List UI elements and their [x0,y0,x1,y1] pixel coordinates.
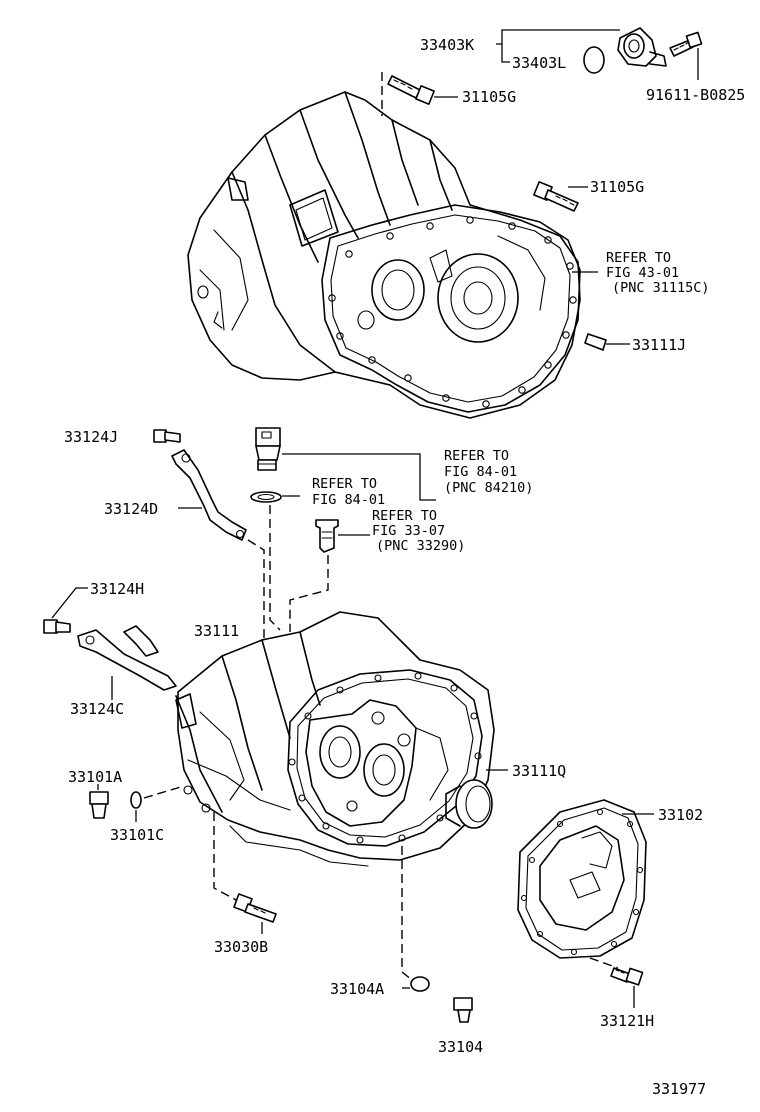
ref33-line2: FIG 33-07 [372,523,445,539]
gasket-33101C-icon [130,791,142,809]
dashed-sensor [269,505,281,631]
label-33124C: 33124C [70,700,124,718]
ref43-line1: REFER TO [606,250,671,266]
bolt-33124H-icon [43,619,71,634]
label-31105G-right: 31105G [590,178,644,196]
drain-plug-33101A-icon [89,791,109,819]
label-33121H: 33121H [600,1012,654,1030]
ref33-line3: (PNC 33290) [376,538,465,554]
ref43-line2: FIG 43-01 [606,265,679,281]
label-33101C: 33101C [110,826,164,844]
gasket-33104A-icon [410,976,430,992]
lower-transaxle-case-drawing [175,611,495,867]
label-33030B: 33030B [214,938,268,956]
label-33102: 33102 [658,806,703,824]
bolt-33124J-icon [153,429,181,443]
ref84b-line2: FIG 84-01 [312,492,385,508]
bracket-33124D-icon [171,449,247,541]
o-ring-icon [250,491,282,503]
dashed-sleeve [289,555,329,632]
ref43-line3: (PNC 31115C) [612,280,710,296]
ref33-line1: REFER TO [372,508,437,524]
leader-ref84a [282,453,436,501]
pin-33111J-icon [584,333,607,351]
leader-33403L [501,44,510,63]
bracket-33124C-icon [77,625,177,691]
leader-33124H [51,587,88,619]
dashed-bracket [247,539,265,640]
bolt-33030B-icon [233,893,277,923]
speedometer-driven-gear-assembly [583,27,667,74]
dashed-33104 [401,846,413,981]
label-33104A: 33104A [330,980,384,998]
figure-number: 331977 [652,1080,706,1098]
bolt-33121H-icon [610,967,644,986]
ref84a-line1: REFER TO [444,448,509,464]
dashed-33101 [143,785,185,799]
speedometer-sleeve-icon [315,519,339,553]
speed-sensor-icon [255,427,281,471]
ref84b-line1: REFER TO [312,476,377,492]
upper-transaxle-case-drawing [187,91,581,419]
ref84a-line2: FIG 84-01 [444,464,517,480]
dashed-33121H [589,957,619,969]
case-cover-33102-icon [517,799,647,959]
bolt-31105G-right-icon [533,181,579,212]
label-33101A: 33101A [68,768,122,786]
label-33403K: 33403K [420,36,474,54]
label-33403L: 33403L [512,54,566,72]
label-33111: 33111 [194,622,239,640]
ref84a-line3: (PNC 84210) [444,480,533,496]
bolt-91611-icon [669,31,703,57]
label-33124D: 33124D [104,500,158,518]
label-31105G-top: 31105G [462,88,516,106]
label-33111J: 33111J [632,336,686,354]
label-33124H: 33124H [90,580,144,598]
leader-33403K [496,29,620,45]
dashed-33030B [213,812,237,901]
label-33104: 33104 [438,1038,483,1056]
bolt-31105G-top-icon [387,75,435,105]
oil-seal-33111Q-icon [445,779,493,829]
label-33124J: 33124J [64,428,118,446]
part-labels: 33403K 33403L 91611-B0825 31105G 31105G … [64,36,745,1056]
label-91611: 91611-B0825 [646,86,745,104]
label-33111Q: 33111Q [512,762,566,780]
reference-notes: REFER TO FIG 43-01 (PNC 31115C) REFER TO… [312,250,710,554]
plug-33104-icon [453,997,473,1023]
